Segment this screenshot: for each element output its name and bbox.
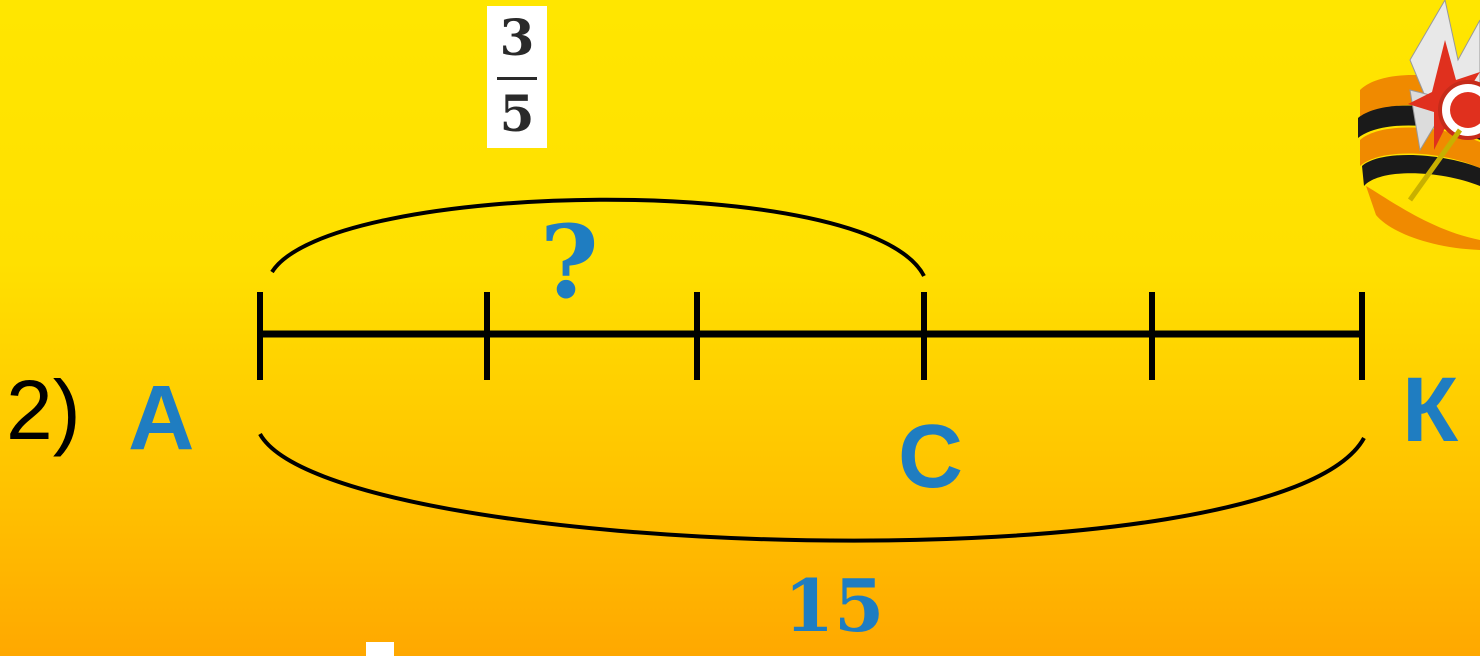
order-star-ribbon-icon xyxy=(1358,0,1480,250)
corner-white-mark xyxy=(366,642,394,656)
point-a-label: А xyxy=(128,367,195,469)
upper-brace-arc xyxy=(270,197,926,277)
fraction-card: 3 5 xyxy=(487,6,547,148)
task-number: 2) xyxy=(6,363,81,457)
point-k-label: К xyxy=(1402,359,1459,461)
total-length-label: 15 xyxy=(784,563,885,648)
point-c-label: С xyxy=(898,407,963,507)
fraction-denominator: 5 xyxy=(499,84,535,143)
unknown-question-mark: ? xyxy=(540,203,599,321)
fraction-bar xyxy=(497,77,537,80)
fraction-numerator: 3 xyxy=(499,8,535,67)
lower-brace-arc xyxy=(258,433,1366,543)
